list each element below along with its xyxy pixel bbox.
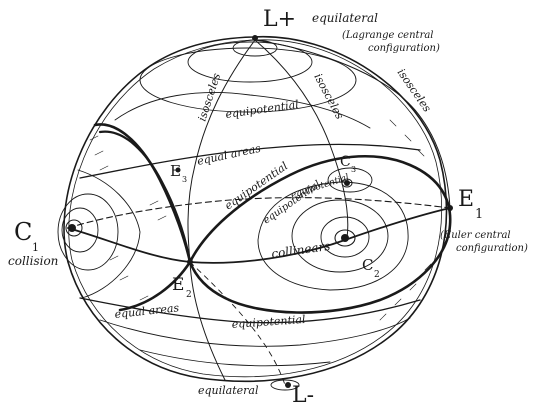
label-equal-areas-bottom: equal areas bbox=[114, 301, 180, 321]
label-c3: C bbox=[340, 154, 351, 170]
equipotential-c1-2 bbox=[62, 208, 98, 252]
label-equipotential-top: equipotential bbox=[225, 98, 300, 121]
point-l-minus bbox=[285, 382, 291, 388]
label-e3: E bbox=[170, 162, 181, 180]
note-l-plus-2: configuration) bbox=[368, 43, 440, 54]
point-e2 bbox=[187, 259, 193, 265]
caption-l-minus: equilateral bbox=[198, 384, 259, 397]
point-l-plus bbox=[252, 35, 258, 41]
label-e1: E bbox=[458, 187, 474, 212]
isosceles-meridian-mid bbox=[255, 40, 348, 238]
caption-c1: collision bbox=[8, 254, 58, 268]
label-e1-sub: 1 bbox=[475, 207, 483, 222]
label-c2: C bbox=[362, 256, 373, 274]
point-c1 bbox=[68, 224, 76, 232]
label-c1-sub: 1 bbox=[32, 241, 39, 254]
label-c3-sub: 3 bbox=[351, 165, 356, 174]
label-e2-sub: 2 bbox=[186, 290, 192, 300]
label-l-plus: L+ bbox=[263, 7, 296, 32]
note-e1-1: (Euler central bbox=[440, 230, 511, 241]
label-e3-sub: 3 bbox=[182, 175, 187, 184]
note-l-plus-1: (Lagrange central bbox=[342, 30, 434, 41]
equipotential-bottom-2 bbox=[140, 350, 330, 366]
label-c2-sub: 2 bbox=[374, 270, 380, 280]
caption-l-plus: equilateral bbox=[312, 11, 378, 25]
label-equal-areas-top: equal areas bbox=[196, 142, 262, 168]
label-collinears: collinears bbox=[270, 239, 331, 261]
hatch-marks-left bbox=[90, 136, 166, 300]
label-e2: E bbox=[172, 275, 184, 295]
label-isosceles-right: isosceles bbox=[395, 66, 434, 115]
label-l-minus: L- bbox=[292, 383, 314, 405]
note-e1-2: configuration) bbox=[456, 243, 528, 254]
point-e1 bbox=[447, 205, 453, 211]
sphere-outline bbox=[64, 37, 447, 382]
equipotential-c2-3 bbox=[292, 200, 388, 272]
point-c2 bbox=[341, 234, 349, 242]
label-c1: C bbox=[14, 218, 32, 246]
special-points bbox=[68, 35, 453, 388]
